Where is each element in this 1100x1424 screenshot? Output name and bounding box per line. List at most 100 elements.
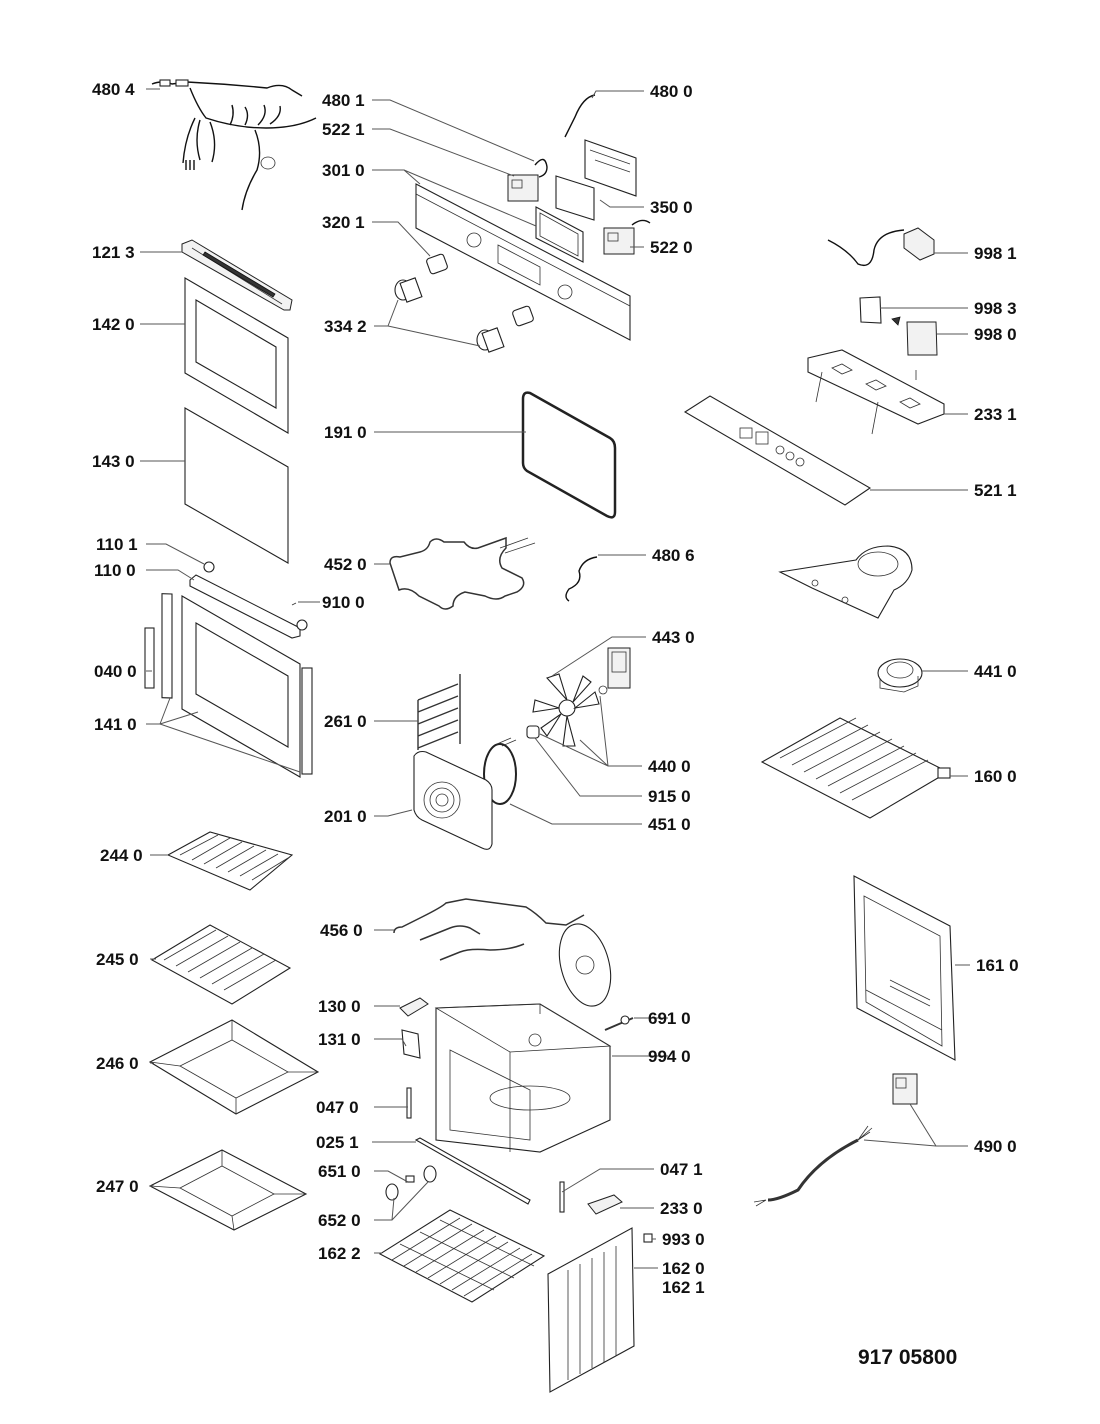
- wire-shelf-1622: [378, 1209, 546, 1303]
- label-160-0: 160 0: [974, 767, 1017, 786]
- label-191-0: 191 0: [324, 423, 367, 442]
- label-334-2: 334 2: [324, 317, 367, 336]
- label-451-0: 451 0: [648, 815, 691, 834]
- door-assembly: [144, 561, 313, 778]
- small-parts-left: [399, 997, 429, 1119]
- fan-motor-4430: [598, 647, 631, 695]
- label-441-0: 441 0: [974, 662, 1017, 681]
- lower-element-4560: [393, 898, 585, 961]
- power-cable-4900: [753, 1073, 918, 1207]
- label-047-1: 047 1: [660, 1160, 703, 1179]
- label-910-0: 910 0: [322, 593, 365, 612]
- selector-switch-5221: [507, 158, 548, 202]
- foot-9930: [643, 1233, 653, 1243]
- label-110-1: 110 1: [96, 535, 138, 554]
- label-247-0: 247 0: [96, 1177, 139, 1196]
- wire-shelf-2440: [166, 831, 294, 891]
- label-994-0: 994 0: [648, 1047, 691, 1066]
- label-025-1: 025 1: [316, 1133, 359, 1152]
- label-691-0: 691 0: [648, 1009, 691, 1028]
- label-110-0: 110 0: [94, 561, 136, 580]
- label-142-0: 142 0: [92, 315, 135, 334]
- wiring-harness-4804: [151, 79, 317, 211]
- fan-blade-4400: [532, 673, 600, 747]
- deep-tray-2470: [148, 1149, 308, 1231]
- label-130-0: 130 0: [318, 997, 361, 1016]
- label-047-0: 047 0: [316, 1098, 359, 1117]
- label-522-1: 522 1: [322, 120, 365, 139]
- grill-shelf-2450: [150, 924, 292, 1005]
- part-labels: 480 4 480 1 522 1 301 0 320 1 334 2 480 …: [92, 80, 1019, 1369]
- label-443-0: 443 0: [652, 628, 695, 647]
- grill-tray-1600: [760, 717, 951, 819]
- fan-4410: [877, 658, 923, 693]
- bracket-2330: [587, 1194, 623, 1215]
- door-gasket-1910: [521, 391, 617, 519]
- selector-switch-5220: [603, 219, 651, 255]
- document-number: 917 05800: [858, 1346, 957, 1369]
- label-480-1: 480 1: [322, 91, 365, 110]
- bracket-2331: [807, 349, 945, 435]
- pin-6910: [604, 1015, 634, 1031]
- label-233-1: 233 1: [974, 405, 1017, 424]
- side-panel-1620-1621: [547, 1227, 635, 1393]
- door-top-trim-1213: [181, 239, 293, 311]
- module-9983-9980: [859, 296, 938, 356]
- knobs: [394, 253, 534, 353]
- label-998-3: 998 3: [974, 299, 1017, 318]
- label-480-6: 480 6: [652, 546, 695, 565]
- lamp-parts: [385, 1165, 437, 1201]
- fan-housing: [778, 545, 913, 619]
- control-board-5211: [683, 395, 872, 506]
- label-162-0: 162 0: [662, 1259, 705, 1278]
- label-998-0: 998 0: [974, 325, 1017, 344]
- label-040-0: 040 0: [94, 662, 137, 681]
- label-440-0: 440 0: [648, 757, 691, 776]
- label-480-0: 480 0: [650, 82, 693, 101]
- label-998-1: 998 1: [974, 244, 1017, 263]
- fan-nut-9150: [526, 725, 540, 739]
- probe-0471: [559, 1181, 565, 1213]
- label-261-0: 261 0: [324, 712, 367, 731]
- label-490-0: 490 0: [974, 1137, 1017, 1156]
- door-glass-frame-1420: [184, 277, 289, 434]
- label-522-0: 522 0: [650, 238, 693, 257]
- label-301-0: 301 0: [322, 161, 365, 180]
- rail-0251: [414, 1137, 531, 1205]
- label-651-0: 651 0: [318, 1162, 361, 1181]
- wire-4806: [565, 556, 598, 602]
- label-162-1: 162 1: [662, 1278, 705, 1297]
- label-244-0: 244 0: [100, 846, 143, 865]
- label-162-2: 162 2: [318, 1244, 361, 1263]
- oven-cavity-9940: [434, 1003, 612, 1153]
- shelf-support-2610: [417, 674, 461, 750]
- back-panel-1610: [853, 875, 956, 1061]
- label-233-0: 233 0: [660, 1199, 703, 1218]
- label-452-0: 452 0: [324, 555, 367, 574]
- control-panel-3010: [415, 183, 631, 341]
- label-320-1: 320 1: [322, 213, 365, 232]
- label-480-4: 480 4: [92, 80, 135, 99]
- label-245-0: 245 0: [96, 950, 139, 969]
- door-glass-1430: [184, 407, 289, 564]
- cable-9981: [827, 227, 935, 267]
- label-456-0: 456 0: [320, 921, 363, 940]
- label-131-0: 131 0: [318, 1030, 361, 1049]
- label-915-0: 915 0: [648, 787, 691, 806]
- label-141-0: 141 0: [94, 715, 137, 734]
- leader-lines: [140, 88, 970, 1269]
- baking-tray-2460: [148, 1019, 320, 1115]
- label-350-0: 350 0: [650, 198, 693, 217]
- label-201-0: 201 0: [324, 807, 367, 826]
- label-652-0: 652 0: [318, 1211, 361, 1230]
- grill-element-4520: [389, 536, 536, 610]
- fan-cover-2010: [413, 750, 493, 850]
- label-521-1: 521 1: [974, 481, 1017, 500]
- display-module-3500: [555, 94, 637, 221]
- label-143-0: 143 0: [92, 452, 135, 471]
- label-161-0: 161 0: [976, 956, 1019, 975]
- label-993-0: 993 0: [662, 1230, 705, 1249]
- label-246-0: 246 0: [96, 1054, 139, 1073]
- back-plate-disc: [558, 923, 612, 1007]
